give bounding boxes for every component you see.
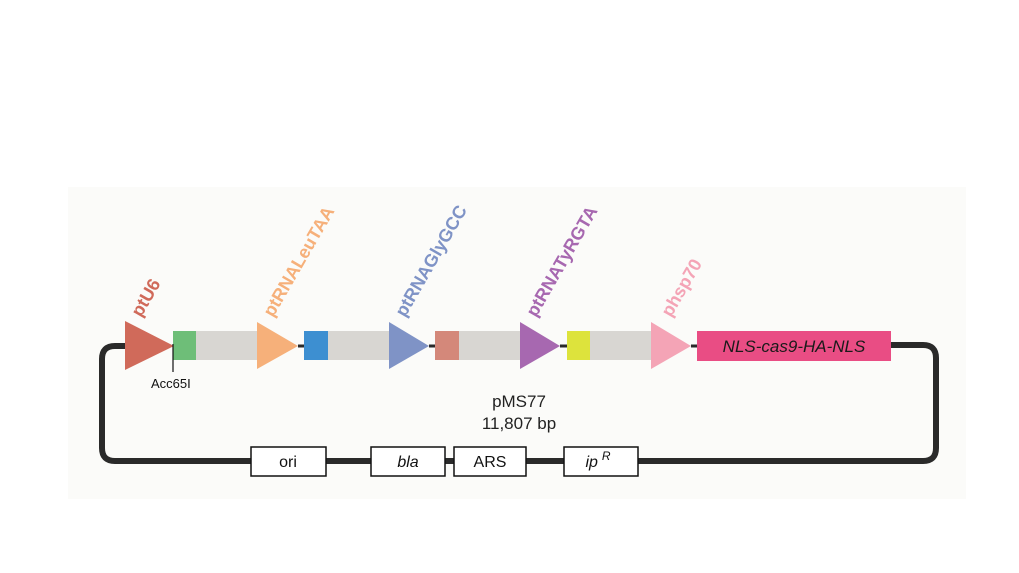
cassette-spacer-2 <box>328 331 389 360</box>
ars-box <box>453 446 527 477</box>
ipr-label: ip R <box>585 449 610 471</box>
ipr-label-superscript: R <box>602 449 611 463</box>
promoter-arrow-ptRNALeuTAA <box>257 322 298 369</box>
promoter-arrow-phsp70 <box>651 322 691 369</box>
promoter-label-ptRNAGlyGCC: ptRNAGlyGCC <box>391 202 471 320</box>
plasmid-name: pMS77 <box>492 392 546 411</box>
cassette-spacer-1 <box>195 331 257 360</box>
ori-label: ori <box>279 454 297 471</box>
spacer-block-3 <box>435 331 459 360</box>
promoter-arrow-ptU6 <box>125 321 174 370</box>
spacer-block-1 <box>173 331 196 360</box>
spacer-block-4 <box>567 331 590 360</box>
promoter-label-ptRNALeuTAA: ptRNALeuTAA <box>259 203 338 320</box>
ori-box <box>250 446 327 477</box>
spacer-block-2 <box>304 331 328 360</box>
bla-box <box>370 446 446 477</box>
promoter-arrow-ptRNAGlyGCC <box>389 322 429 369</box>
ipr-label-base: ip <box>585 454 598 471</box>
cassette-spacer-3 <box>458 331 520 360</box>
cassette-spacer-4 <box>590 331 652 360</box>
promoter-label-ptRNATyRGTA: ptRNATyRGTA <box>522 203 601 320</box>
plasmid-size: 11,807 bp <box>482 414 556 433</box>
bla-label: bla <box>397 454 418 471</box>
cas9-gene-box <box>697 331 891 361</box>
ars-label: ARS <box>474 454 507 471</box>
acc65i-site-label: Acc65I <box>151 376 191 391</box>
promoter-label-ptU6: ptU6 <box>127 275 164 320</box>
promoter-arrow-ptRNATyRGTA <box>520 322 560 369</box>
ipr-box <box>563 446 639 477</box>
cas9-gene-label: NLS-cas9-HA-NLS <box>723 337 866 356</box>
promoter-label-phsp70: phsp70 <box>657 255 706 320</box>
